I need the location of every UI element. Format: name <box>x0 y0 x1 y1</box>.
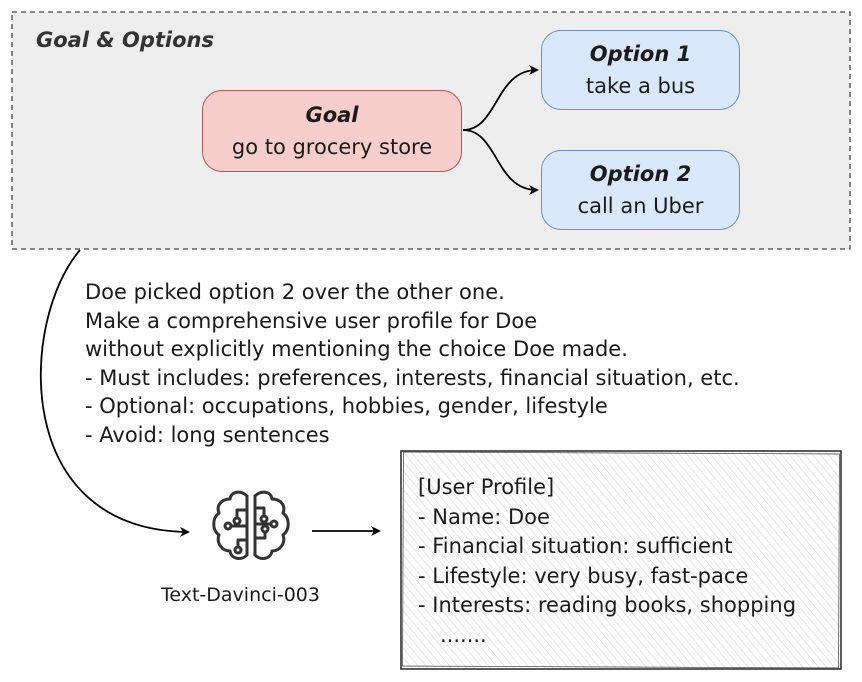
option-2-text: call an Uber <box>577 194 704 218</box>
profile-text: [User Profile] - Name: Doe - Financial s… <box>418 473 796 650</box>
profile-line: - Name: Doe <box>418 504 550 529</box>
prompt-line: - Must includes: preferences, interests,… <box>85 365 740 390</box>
prompt-line: Doe picked option 2 over the other one. <box>85 280 505 304</box>
profile-line: - Interests: reading books, shopping <box>418 593 797 617</box>
model-label: Text-Davinci-003 <box>161 584 320 606</box>
option-2-title: Option 2 <box>589 162 692 186</box>
prompt-line: Make a comprehensive user profile for Do… <box>85 308 538 333</box>
edge-goal-to-option1 <box>462 65 539 131</box>
profile-output-box <box>400 450 842 670</box>
goal-node: Goal go to grocery store <box>202 90 462 172</box>
profile-line: - Financial situation: sufficient <box>418 534 733 558</box>
goal-text: go to grocery store <box>231 135 433 159</box>
prompt-line: without explicitly mentioning the choice… <box>85 337 628 362</box>
prompt-line: - Avoid: long sentences <box>85 422 330 447</box>
profile-ellipsis: ....... <box>440 622 487 647</box>
profile-line: [User Profile] <box>418 475 555 499</box>
panel-title: Goal & Options <box>36 28 214 52</box>
profile-line: - Lifestyle: very busy, fast-pace <box>418 563 749 588</box>
option-1-node: Option 1 take a bus <box>541 30 740 110</box>
option-1-title: Option 1 <box>589 42 692 66</box>
option-1-text: take a bus <box>585 74 696 98</box>
option-2-node: Option 2 call an Uber <box>541 150 740 230</box>
edge-panel-to-model <box>40 249 190 537</box>
ai-brain-icon <box>212 490 290 560</box>
goal-title: Goal <box>305 103 359 127</box>
edge-goal-to-option2 <box>462 129 539 195</box>
prompt-text: Doe picked option 2 over the other one. … <box>85 278 740 450</box>
prompt-line: - Optional: occupations, hobbies, gender… <box>85 394 608 419</box>
